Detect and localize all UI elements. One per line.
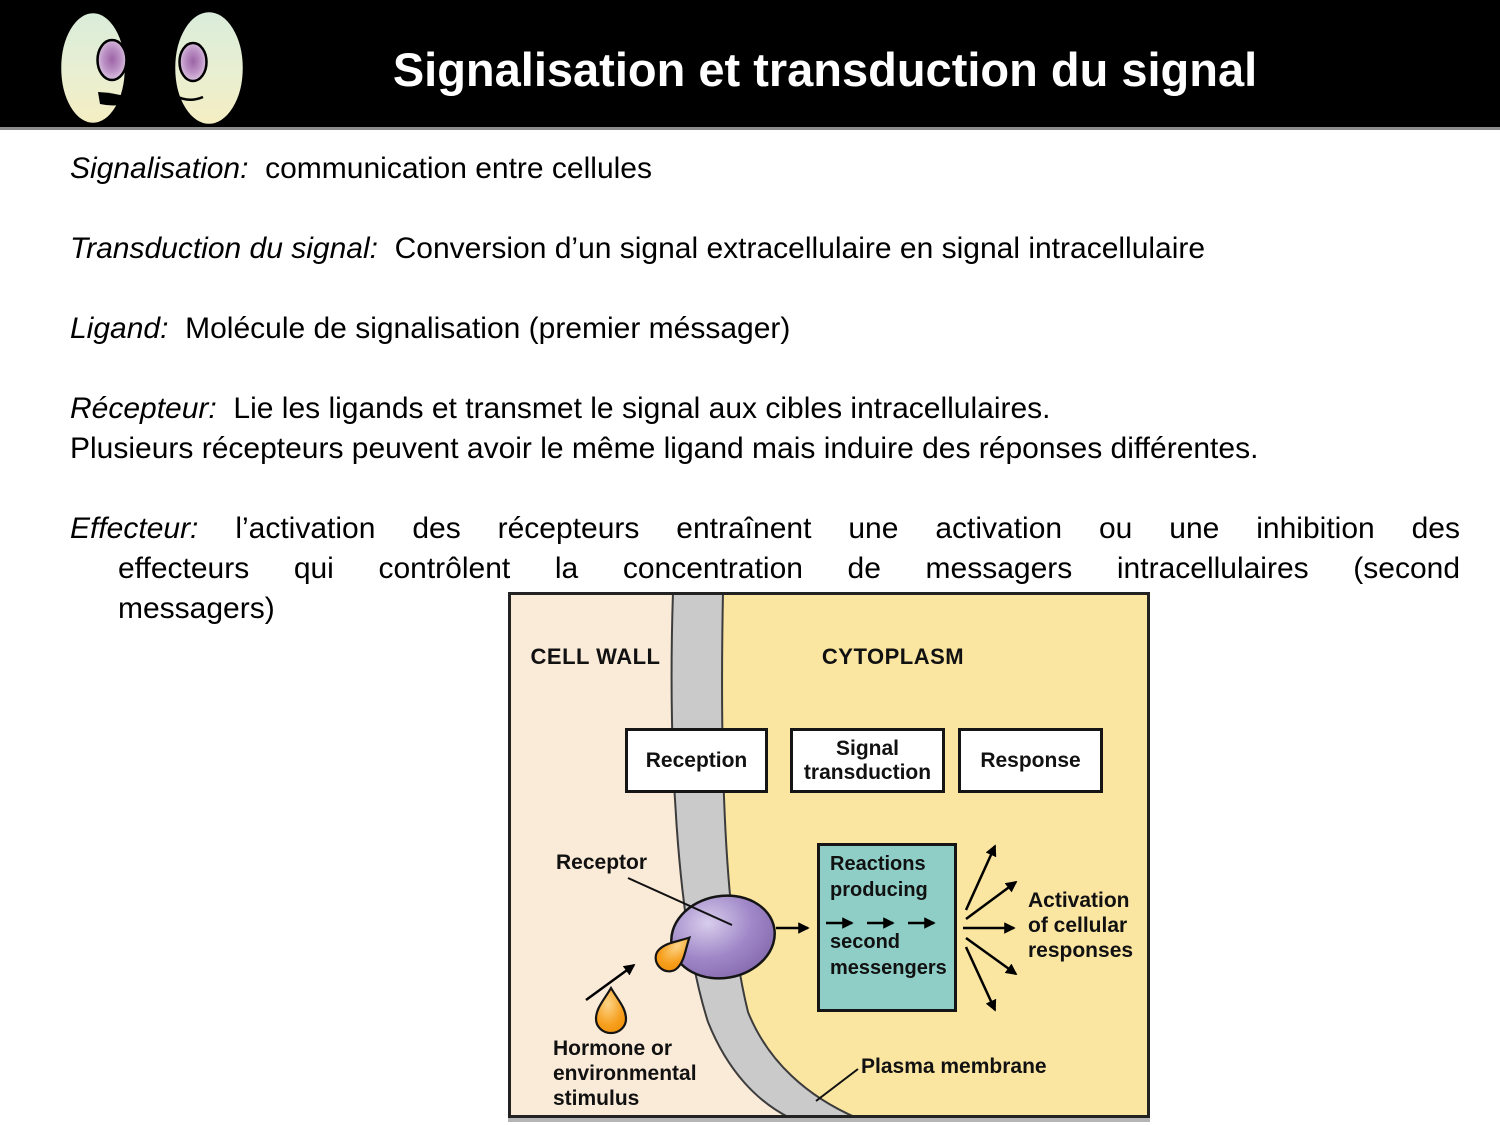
stage-box-signal-transduction: Signal transduction (790, 728, 945, 793)
definition-effecteur-line3: messagers) (118, 592, 275, 625)
definition-effecteur-line1: Effecteur: l’activation des récepteurs e… (70, 512, 1460, 545)
reactions-box: Reactions producing second messengers (817, 843, 957, 1012)
cell-wall-label: CELL WALL (530, 644, 661, 669)
reaction-arrows-row (830, 903, 950, 929)
page-title: Signalisation et transduction du signal (392, 43, 1258, 96)
definition-signalisation: Signalisation: communication entre cellu… (70, 152, 652, 185)
term-signalisation: Signalisation: (70, 152, 249, 185)
term-recepteur: Récepteur: (70, 392, 217, 425)
stage-box-reception: Reception (625, 728, 768, 793)
definition-effecteur-line2: effecteurs qui contrôlent la concentrati… (118, 552, 1460, 585)
definition-recepteur-line2: Plusieurs récepteurs peuvent avoir le mê… (70, 432, 1259, 465)
term-effecteur: Effecteur: (70, 512, 199, 545)
talking-cells-icon (58, 9, 246, 127)
term-ligand: Ligand: (70, 312, 169, 345)
definition-ligand: Ligand: Molécule de signalisation (premi… (70, 312, 791, 345)
header-bar: Signalisation et transduction du signal (0, 0, 1500, 130)
stage-box-response: Response (958, 728, 1103, 793)
receptor-label: Receptor (556, 851, 648, 874)
cytoplasm-label: CYTOPLASM (821, 644, 965, 669)
signal-transduction-diagram: CELL WALL CYTOPLASM Reception Signal tra… (508, 592, 1150, 1118)
definition-recepteur: Récepteur: Lie les ligands et transmet l… (70, 392, 1051, 425)
hormone-label: Hormone or environmental stimulus (553, 1037, 697, 1110)
term-transduction: Transduction du signal: (70, 232, 378, 265)
plasma-membrane-label: Plasma membrane (861, 1055, 1047, 1078)
activation-label: Activation of cellular responses (1028, 889, 1134, 962)
definition-transduction: Transduction du signal: Conversion d’un … (70, 232, 1206, 265)
